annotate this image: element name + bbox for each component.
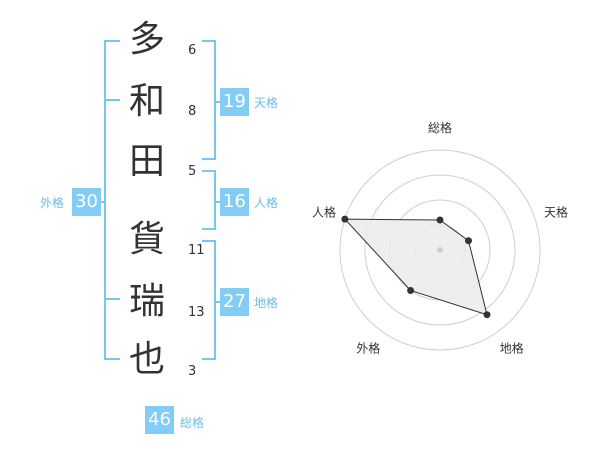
radar-point-4 [407, 287, 415, 294]
radar-ring-4 [339, 149, 541, 351]
gaikaku-badge: 30 [72, 188, 101, 216]
stroke-count-3: 5 [188, 164, 197, 179]
jinkaku-badge: 16 [220, 188, 249, 216]
chikaku-badge: 27 [220, 288, 249, 316]
radar-point-5 [341, 215, 349, 223]
radar-ring-3 [364, 174, 516, 326]
stroke-count-6: 3 [188, 364, 197, 379]
tenkaku-label: 天格 [254, 96, 279, 110]
chikaku-label: 地格 [254, 296, 279, 310]
soukaku-badge: 46 [145, 406, 174, 434]
name-char-6: 也 [128, 339, 165, 380]
name-char-3: 田 [128, 141, 165, 182]
name-char-2: 和 [128, 81, 165, 122]
gaikaku-label: 外格 [40, 196, 65, 210]
radar-point-2 [465, 237, 472, 245]
stroke-count-1: 6 [188, 43, 197, 58]
radar-point-1 [436, 216, 444, 224]
radar-point-3 [483, 311, 491, 319]
name-char-1: 多 [128, 19, 165, 60]
radar-center-dot [437, 247, 443, 253]
radar-axis-label-4: 外格 [356, 341, 380, 356]
stroke-count-5: 13 [188, 305, 205, 320]
name-char-5: 瑞 [128, 281, 165, 322]
soukaku-label: 総格 [180, 416, 205, 430]
radar-axis-label-5: 人格 [312, 204, 336, 219]
radar-axis-label-2: 天格 [544, 204, 568, 219]
stroke-count-2: 8 [188, 104, 197, 119]
jinkaku-label: 人格 [254, 196, 279, 210]
name-char-4: 貨 [128, 219, 165, 260]
stroke-count-4: 11 [188, 243, 205, 258]
radar-axis-label-3: 地格 [500, 341, 524, 356]
radar-area [343, 218, 488, 316]
tenkaku-badge: 19 [220, 88, 249, 116]
radar-axis-label-1: 総格 [428, 120, 452, 135]
